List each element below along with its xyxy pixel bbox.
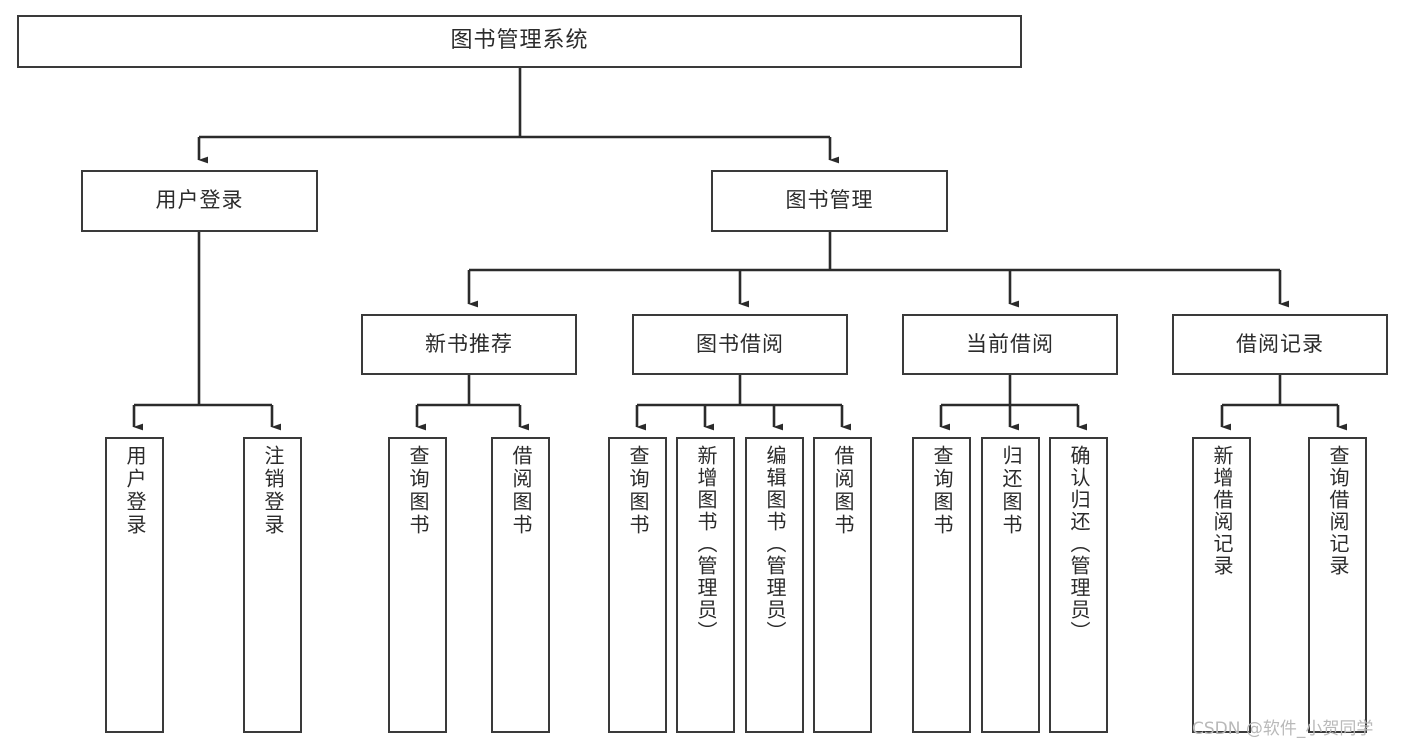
node-leaf-query-record[interactable]: 查询借阅记录 (1308, 437, 1367, 733)
node-leaf-query-book-1[interactable]: 查询图书 (388, 437, 447, 733)
node-label: 编辑图书（管理员） (763, 445, 787, 643)
node-label: 借阅图书 (509, 445, 533, 537)
node-label: 借阅记录 (1236, 331, 1324, 356)
node-label: 确认归还（管理员） (1067, 445, 1091, 643)
node-label: 图书借阅 (696, 331, 784, 356)
node-leaf-return-book[interactable]: 归还图书 (981, 437, 1040, 733)
node-label: 当前借阅 (966, 331, 1054, 356)
node-leaf-add-record[interactable]: 新增借阅记录 (1192, 437, 1251, 733)
node-label: 查询图书 (406, 445, 430, 537)
node-leaf-borrow-book-1[interactable]: 借阅图书 (491, 437, 550, 733)
node-new-book-recommend[interactable]: 新书推荐 (361, 314, 577, 375)
node-book-borrow[interactable]: 图书借阅 (632, 314, 848, 375)
node-label: 新增借阅记录 (1210, 445, 1234, 577)
node-leaf-edit-book[interactable]: 编辑图书（管理员） (745, 437, 804, 733)
node-leaf-user-logout[interactable]: 注销登录 (243, 437, 302, 733)
node-label: 用户登录 (155, 188, 244, 213)
node-label: 用户登录 (123, 445, 147, 537)
node-label: 图书管理 (785, 188, 874, 213)
node-label: 查询图书 (930, 445, 954, 537)
node-label: 查询借阅记录 (1326, 445, 1350, 577)
watermark-text: CSDN @软件_小贺同学 (1192, 719, 1374, 739)
node-label: 归还图书 (999, 445, 1023, 537)
node-current-borrow[interactable]: 当前借阅 (902, 314, 1118, 375)
node-label: 借阅图书 (831, 445, 855, 537)
node-label: 查询图书 (626, 445, 650, 537)
node-leaf-borrow-book-2[interactable]: 借阅图书 (813, 437, 872, 733)
node-book-management[interactable]: 图书管理 (711, 170, 948, 232)
node-leaf-query-book-2[interactable]: 查询图书 (608, 437, 667, 733)
node-label: 新增图书（管理员） (694, 445, 718, 643)
node-label: 新书推荐 (425, 331, 513, 356)
node-label: 注销登录 (261, 445, 285, 537)
node-borrow-record[interactable]: 借阅记录 (1172, 314, 1388, 375)
node-leaf-add-book[interactable]: 新增图书（管理员） (676, 437, 735, 733)
node-root-book-management-system[interactable]: 图书管理系统 (17, 15, 1022, 68)
node-label: 图书管理系统 (450, 28, 589, 54)
node-user-login[interactable]: 用户登录 (81, 170, 318, 232)
node-leaf-user-login[interactable]: 用户登录 (105, 437, 164, 733)
node-leaf-query-book-3[interactable]: 查询图书 (912, 437, 971, 733)
node-leaf-confirm-return[interactable]: 确认归还（管理员） (1049, 437, 1108, 733)
